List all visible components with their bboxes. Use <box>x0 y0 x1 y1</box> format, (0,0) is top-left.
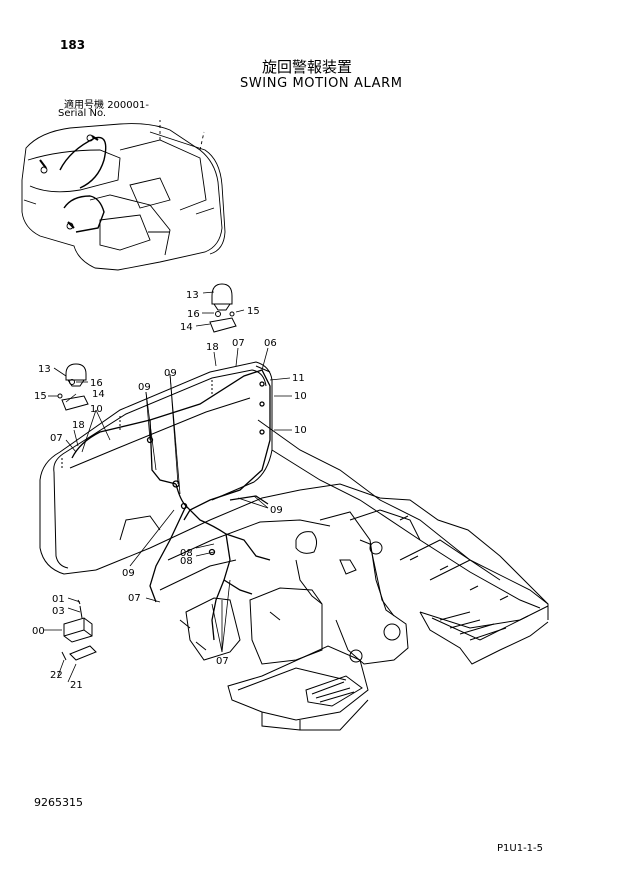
callout-09: 09 <box>164 368 177 379</box>
wire-harness <box>71 369 271 641</box>
callout-09: 09 <box>270 505 283 516</box>
callout-21: 21 <box>70 680 83 691</box>
document-code: 9265315 <box>34 796 83 809</box>
serial-label-jp-text: 適用号機 <box>64 100 104 111</box>
serial-label-english: Serial No. <box>58 108 107 119</box>
callout-15: 15 <box>34 391 47 402</box>
serial-label-japanese: 適用号機 200001- <box>64 96 149 111</box>
alarm-assembly-top <box>209 283 237 333</box>
callout-14: 14 <box>92 389 105 400</box>
callout-07: 07 <box>216 656 229 667</box>
callout-07: 07 <box>50 433 63 444</box>
callout-06: 06 <box>264 338 277 349</box>
callout-03: 03 <box>52 606 65 617</box>
callout-18: 18 <box>206 342 219 353</box>
callout-07: 07 <box>128 593 141 604</box>
callout-10: 10 <box>90 404 103 415</box>
callout-10: 10 <box>294 425 307 436</box>
page-number: 183 <box>60 38 86 52</box>
callout-08: 08 <box>180 548 193 559</box>
overview-inset <box>21 120 226 271</box>
serial-value: 200001- <box>107 100 149 111</box>
leader-lines <box>44 291 292 683</box>
callout-13: 13 <box>38 364 51 375</box>
callout-16: 16 <box>90 378 103 389</box>
main-frame <box>95 419 549 731</box>
callout-10: 10 <box>294 391 307 402</box>
title-japanese: 旋回警報装置 <box>262 58 353 76</box>
callout-07: 07 <box>232 338 245 349</box>
callout-15: 15 <box>247 306 260 317</box>
counterweight <box>39 361 273 575</box>
buzzer-detail <box>61 599 97 661</box>
callout-labels: 13 16 15 14 18 07 06 11 10 10 09 09 13 1… <box>32 290 307 691</box>
alarm-assembly-left <box>57 363 89 411</box>
callout-00: 00 <box>32 626 45 637</box>
callout-09: 09 <box>122 568 135 579</box>
callout-08: 08 <box>180 556 193 567</box>
callout-11: 11 <box>292 373 305 384</box>
callout-14: 14 <box>180 322 193 333</box>
callout-13: 13 <box>186 290 199 301</box>
callout-22: 22 <box>50 670 63 681</box>
callout-01: 01 <box>52 594 65 605</box>
sheet-code: P1U1-1-5 <box>497 843 544 854</box>
callout-18: 18 <box>72 420 85 431</box>
callout-09: 09 <box>138 382 151 393</box>
title-english: SWING MOTION ALARM <box>240 76 403 91</box>
callout-16: 16 <box>187 309 200 320</box>
